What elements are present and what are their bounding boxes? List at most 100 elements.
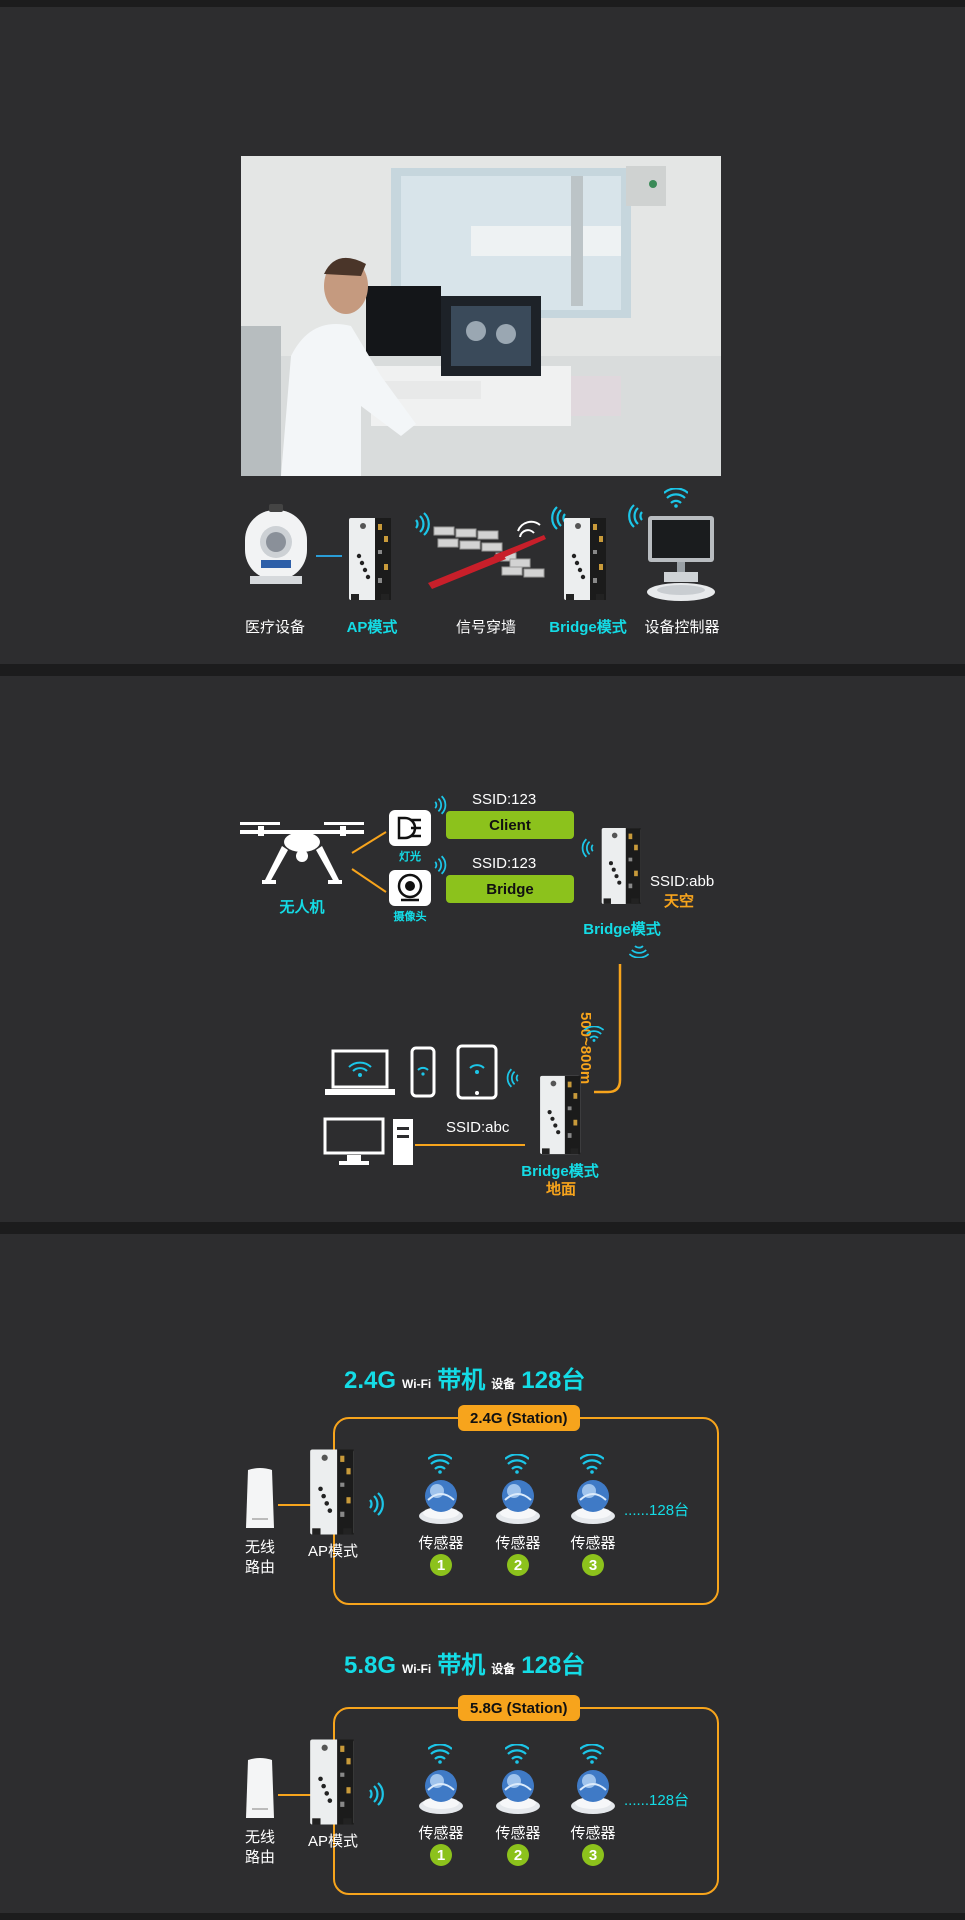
bridge-pill: Bridge [446, 875, 574, 903]
wifi-icon [428, 1454, 452, 1474]
wifi-icon [580, 1744, 604, 1764]
hospital-photo [241, 156, 721, 476]
router-image [242, 1466, 278, 1532]
light-label: 灯光 [399, 851, 421, 863]
sensor-number: 3 [582, 1844, 604, 1866]
wifi-icon [432, 855, 448, 875]
sensor-image [416, 1764, 466, 1816]
tablet-icon [456, 1044, 498, 1100]
sensor-label: 传感器 [570, 1825, 616, 1842]
more-count: ......128台 [624, 1502, 690, 1519]
sensor-number: 1 [430, 1554, 452, 1576]
section-divider [0, 1222, 965, 1234]
bridge-mode-label: Bridge模式 [549, 619, 627, 636]
more-count: ......128台 [624, 1792, 690, 1809]
wifi-text: Wi-Fi [402, 1377, 432, 1391]
bridge-sky-label: Bridge模式 [583, 921, 661, 938]
link-line [316, 555, 342, 557]
router-label-2: 路由 [244, 1559, 275, 1576]
wifi-icon [366, 1782, 386, 1806]
desktop-icon [323, 1117, 415, 1167]
bridge-ground-device [536, 1074, 588, 1156]
count-text: 128台 [521, 1652, 586, 1679]
wifi-icon [505, 1068, 521, 1088]
block1-tag: 2.4G (Station) [458, 1405, 580, 1431]
sensor-label: 传感器 [495, 1825, 541, 1842]
sensor-image [568, 1764, 618, 1816]
count-text: 128台 [521, 1367, 586, 1394]
drone-label: 无人机 [279, 899, 325, 916]
ap-label: AP模式 [307, 1543, 358, 1560]
wifi-icon [629, 942, 649, 958]
sensor-label: 传感器 [418, 1825, 464, 1842]
ground-label: 地面 [545, 1181, 576, 1198]
carry-text: 带机 [437, 1367, 486, 1394]
wifi-icon [580, 838, 596, 858]
router-image [242, 1756, 278, 1822]
wifi-icon [505, 1454, 529, 1474]
bridge-sky-device [598, 826, 648, 906]
drone-image [238, 820, 366, 890]
ap-label: AP模式 [307, 1833, 358, 1850]
router-label-1: 无线 [244, 1829, 275, 1846]
sensor-number: 2 [507, 1554, 529, 1576]
sensor-number: 2 [507, 1844, 529, 1866]
wifi-text: Wi-Fi [402, 1662, 432, 1676]
ap-device-image [306, 1736, 362, 1828]
ground-link-line [415, 1144, 525, 1146]
light-icon [389, 810, 431, 846]
wifi-icon [366, 1492, 386, 1516]
signal-wall-image [424, 515, 550, 591]
ssid-bridge: SSID:123 [472, 855, 537, 872]
ap-device-image [345, 516, 399, 602]
wifi-icon [664, 488, 688, 508]
bridge-device-image [560, 516, 614, 602]
distance-line [594, 964, 622, 1094]
sensor-label: 传感器 [495, 1535, 541, 1552]
laptop-icon [325, 1047, 395, 1099]
controller-label: 设备控制器 [644, 619, 720, 636]
ap-mode-label: AP模式 [346, 619, 398, 636]
sensor-number: 1 [430, 1844, 452, 1866]
devices-text: 设备 [491, 1377, 516, 1391]
medical-device-image [235, 500, 315, 586]
sensor-image [416, 1474, 466, 1526]
camera-label: 摄像头 [393, 911, 427, 923]
block2-tag: 5.8G (Station) [458, 1695, 580, 1721]
client-pill: Client [446, 811, 574, 839]
wifi-icon [626, 504, 646, 528]
sensor-number: 3 [582, 1554, 604, 1576]
ssid-sky: SSID:abb [650, 873, 715, 890]
wifi-icon [428, 1744, 452, 1764]
freq: 5.8G [344, 1652, 397, 1679]
router-label-2: 路由 [244, 1849, 275, 1866]
devices-text: 设备 [491, 1662, 516, 1676]
ssid-ground: SSID:abc [446, 1119, 510, 1136]
wifi-icon [580, 1454, 604, 1474]
sky-label: 天空 [664, 893, 695, 910]
top-divider [0, 0, 965, 7]
sensor-label: 传感器 [570, 1535, 616, 1552]
photo-illustration [241, 156, 721, 476]
ap-device-image [306, 1446, 362, 1538]
connector-lines [351, 831, 387, 893]
sensor-label: 传感器 [418, 1535, 464, 1552]
controller-image [644, 512, 718, 604]
block1-heading: 2.4G Wi-Fi 带机设备 128台 [344, 1360, 585, 1395]
phone-icon [410, 1046, 436, 1098]
router-link [278, 1794, 312, 1796]
wifi-icon [505, 1744, 529, 1764]
camera-icon [389, 870, 431, 906]
ssid-client: SSID:123 [472, 791, 537, 808]
wifi-icon [584, 1026, 604, 1042]
bottom-divider [0, 1913, 965, 1920]
sensor-image [493, 1474, 543, 1526]
router-label-1: 无线 [244, 1539, 275, 1556]
router-link [278, 1504, 312, 1506]
carry-text: 带机 [437, 1652, 486, 1679]
bridge-ground-label: Bridge模式 [521, 1163, 599, 1180]
sensor-image [568, 1474, 618, 1526]
section-divider [0, 664, 965, 676]
medical-label: 医疗设备 [244, 619, 305, 636]
freq: 2.4G [344, 1367, 397, 1394]
